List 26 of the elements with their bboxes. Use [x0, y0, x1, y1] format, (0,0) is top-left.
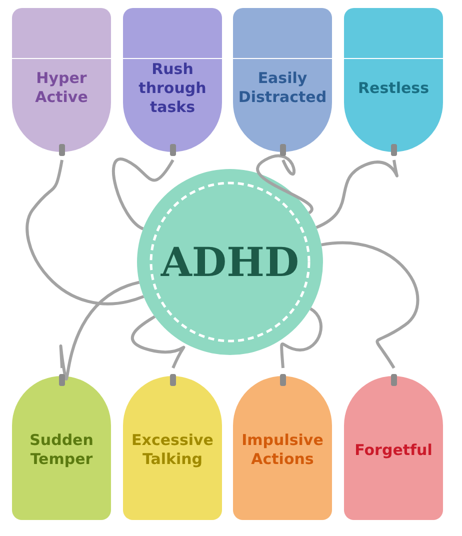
tag-card [233, 376, 332, 520]
tag-card [12, 376, 111, 520]
tag-label: Sudden Temper [28, 431, 94, 469]
tag-label: Forgetful [354, 440, 434, 460]
string-line [112, 158, 174, 230]
tag-card [123, 8, 222, 152]
string-line [256, 154, 314, 214]
center-circle [137, 169, 323, 355]
tag-label: Easily Distracted [237, 69, 328, 107]
string-line [59, 280, 140, 380]
string-line [316, 160, 398, 229]
title-text: ADHD [160, 238, 300, 286]
tag-label: Excessive Talking [130, 431, 214, 469]
tag-label: Hyper Active [34, 69, 89, 107]
tag-card [12, 8, 111, 152]
string-line [321, 241, 420, 369]
tag-card [233, 8, 332, 152]
string-line [131, 315, 185, 369]
tag-card [344, 8, 443, 152]
tag-card [344, 376, 443, 520]
string-line [26, 160, 144, 306]
tag-label: Impulsive Actions [240, 431, 324, 469]
tag-label: Rush through tasks [138, 60, 208, 116]
tag-label: Restless [357, 78, 430, 98]
tag-card [123, 376, 222, 520]
string-line [280, 307, 322, 368]
